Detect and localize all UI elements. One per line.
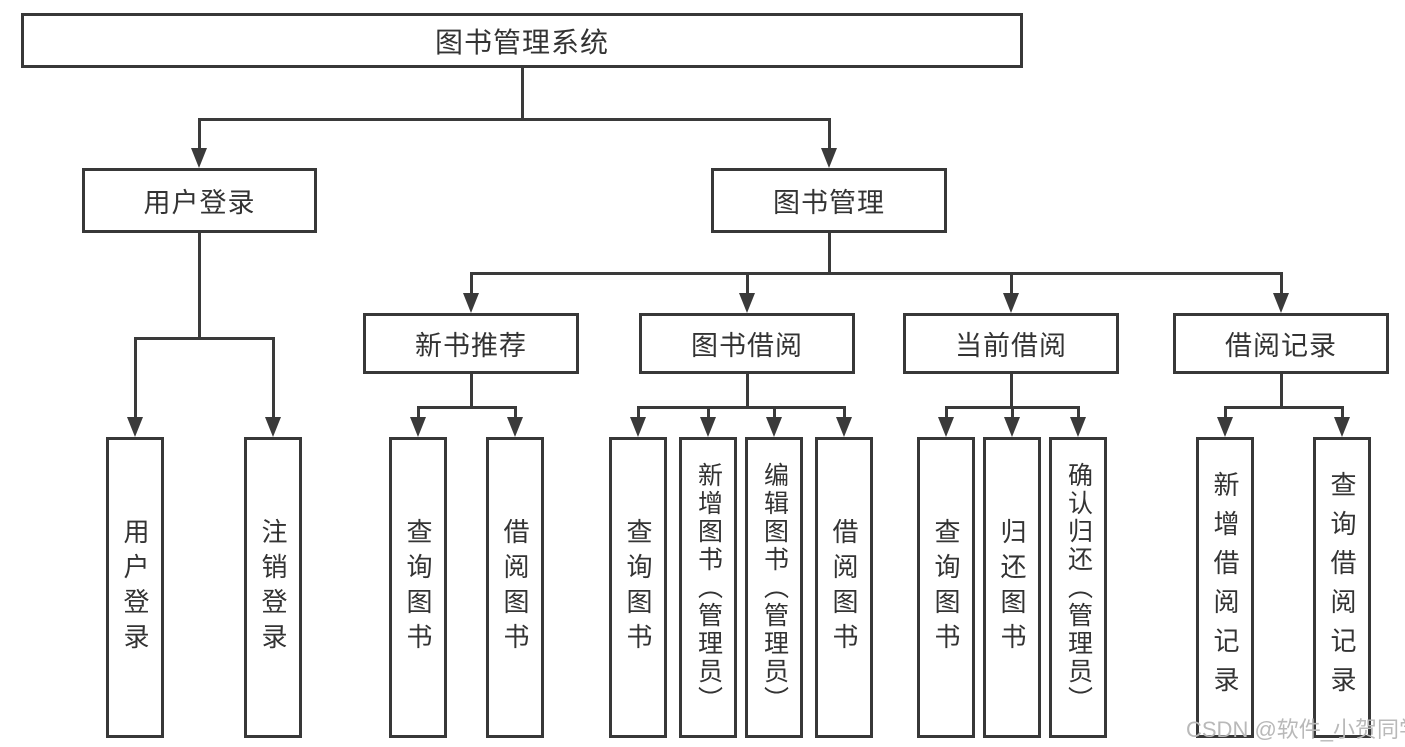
- leaf-label: 用户登录: [120, 517, 150, 658]
- leaf-label: 确认归还（管理员）: [1064, 461, 1093, 714]
- connector-line: [198, 118, 831, 121]
- arrowhead-icon: [1004, 417, 1020, 437]
- arrowhead-icon: [410, 417, 426, 437]
- arrowhead-icon: [766, 417, 782, 437]
- connector-line: [1224, 406, 1227, 420]
- arrowhead-icon: [821, 148, 837, 168]
- leaf-label: 编辑图书（管理员）: [760, 461, 789, 714]
- leaf-label: 查询图书: [623, 517, 653, 658]
- arrowhead-icon: [1334, 417, 1350, 437]
- node-current-borrow: 当前借阅: [903, 313, 1119, 374]
- leaf-label: 注销登录: [258, 517, 288, 658]
- connector-line: [945, 406, 948, 420]
- node-user-login-group: 用户登录: [82, 168, 317, 233]
- arrowhead-icon: [700, 417, 716, 437]
- leaf-label: 归还图书: [997, 517, 1027, 658]
- connector-line: [1077, 406, 1080, 420]
- leaf-label: 查询图书: [931, 517, 961, 658]
- arrowhead-icon: [463, 293, 479, 313]
- leaf-label: 新增图书（管理员）: [694, 461, 723, 714]
- connector-line: [1280, 374, 1283, 406]
- arrowhead-icon: [739, 293, 755, 313]
- leaf-return-books: 归还图书: [983, 437, 1041, 738]
- arrowhead-icon: [127, 417, 143, 437]
- connector-line: [417, 406, 420, 420]
- leaf-borrow-books: 借阅图书: [815, 437, 873, 738]
- connector-line: [134, 337, 137, 420]
- connector-line: [1224, 406, 1344, 409]
- arrowhead-icon: [507, 417, 523, 437]
- connector-line: [470, 272, 473, 296]
- node-book-borrow: 图书借阅: [639, 313, 855, 374]
- leaf-query-books: 查询图书: [389, 437, 447, 738]
- leaf-label: 借阅图书: [829, 517, 859, 658]
- connector-line: [1341, 406, 1344, 420]
- leaf-label: 查询借阅记录: [1327, 470, 1357, 705]
- arrowhead-icon: [836, 417, 852, 437]
- connector-line: [746, 374, 749, 406]
- leaf-edit-books-admin: 编辑图书（管理员）: [745, 437, 803, 738]
- leaf-add-borrow-record: 新增借阅记录: [1196, 437, 1254, 738]
- watermark: CSDN @软件_小贺同学: [1186, 717, 1405, 742]
- connector-line: [843, 406, 846, 420]
- connector-line: [198, 233, 201, 337]
- leaf-query-books: 查询图书: [917, 437, 975, 738]
- arrowhead-icon: [265, 417, 281, 437]
- connector-line: [707, 406, 710, 420]
- connector-line: [1011, 406, 1014, 420]
- leaf-label: 查询图书: [403, 517, 433, 658]
- connector-line: [828, 233, 831, 272]
- connector-line: [1010, 374, 1013, 406]
- node-library-management-system: 图书管理系统: [21, 13, 1023, 68]
- arrowhead-icon: [630, 417, 646, 437]
- node-new-book-recommend: 新书推荐: [363, 313, 579, 374]
- connector-line: [521, 68, 524, 118]
- node-borrow-records: 借阅记录: [1173, 313, 1389, 374]
- connector-line: [1010, 272, 1013, 296]
- leaf-query-borrow-record: 查询借阅记录: [1313, 437, 1371, 738]
- arrowhead-icon: [1217, 417, 1233, 437]
- arrowhead-icon: [938, 417, 954, 437]
- connector-line: [470, 374, 473, 406]
- arrowhead-icon: [191, 148, 207, 168]
- connector-line: [1280, 272, 1283, 296]
- connector-line: [637, 406, 846, 409]
- node-book-management: 图书管理: [711, 168, 947, 233]
- connector-line: [637, 406, 640, 420]
- connector-line: [272, 337, 275, 420]
- leaf-user-login: 用户登录: [106, 437, 164, 738]
- connector-line: [417, 406, 517, 409]
- leaf-logout: 注销登录: [244, 437, 302, 738]
- connector-line: [514, 406, 517, 420]
- arrowhead-icon: [1003, 293, 1019, 313]
- connector-line: [828, 118, 831, 152]
- arrowhead-icon: [1273, 293, 1289, 313]
- arrowhead-icon: [1070, 417, 1086, 437]
- connector-line: [773, 406, 776, 420]
- leaf-query-books: 查询图书: [609, 437, 667, 738]
- leaf-label: 借阅图书: [500, 517, 530, 658]
- leaf-label: 新增借阅记录: [1210, 470, 1240, 705]
- leaf-confirm-return-admin: 确认归还（管理员）: [1049, 437, 1107, 738]
- leaf-add-books-admin: 新增图书（管理员）: [679, 437, 737, 738]
- connector-line: [198, 118, 201, 152]
- connector-line: [470, 272, 1282, 275]
- leaf-borrow-books: 借阅图书: [486, 437, 544, 738]
- connector-line: [746, 272, 749, 296]
- connector-line: [134, 337, 275, 340]
